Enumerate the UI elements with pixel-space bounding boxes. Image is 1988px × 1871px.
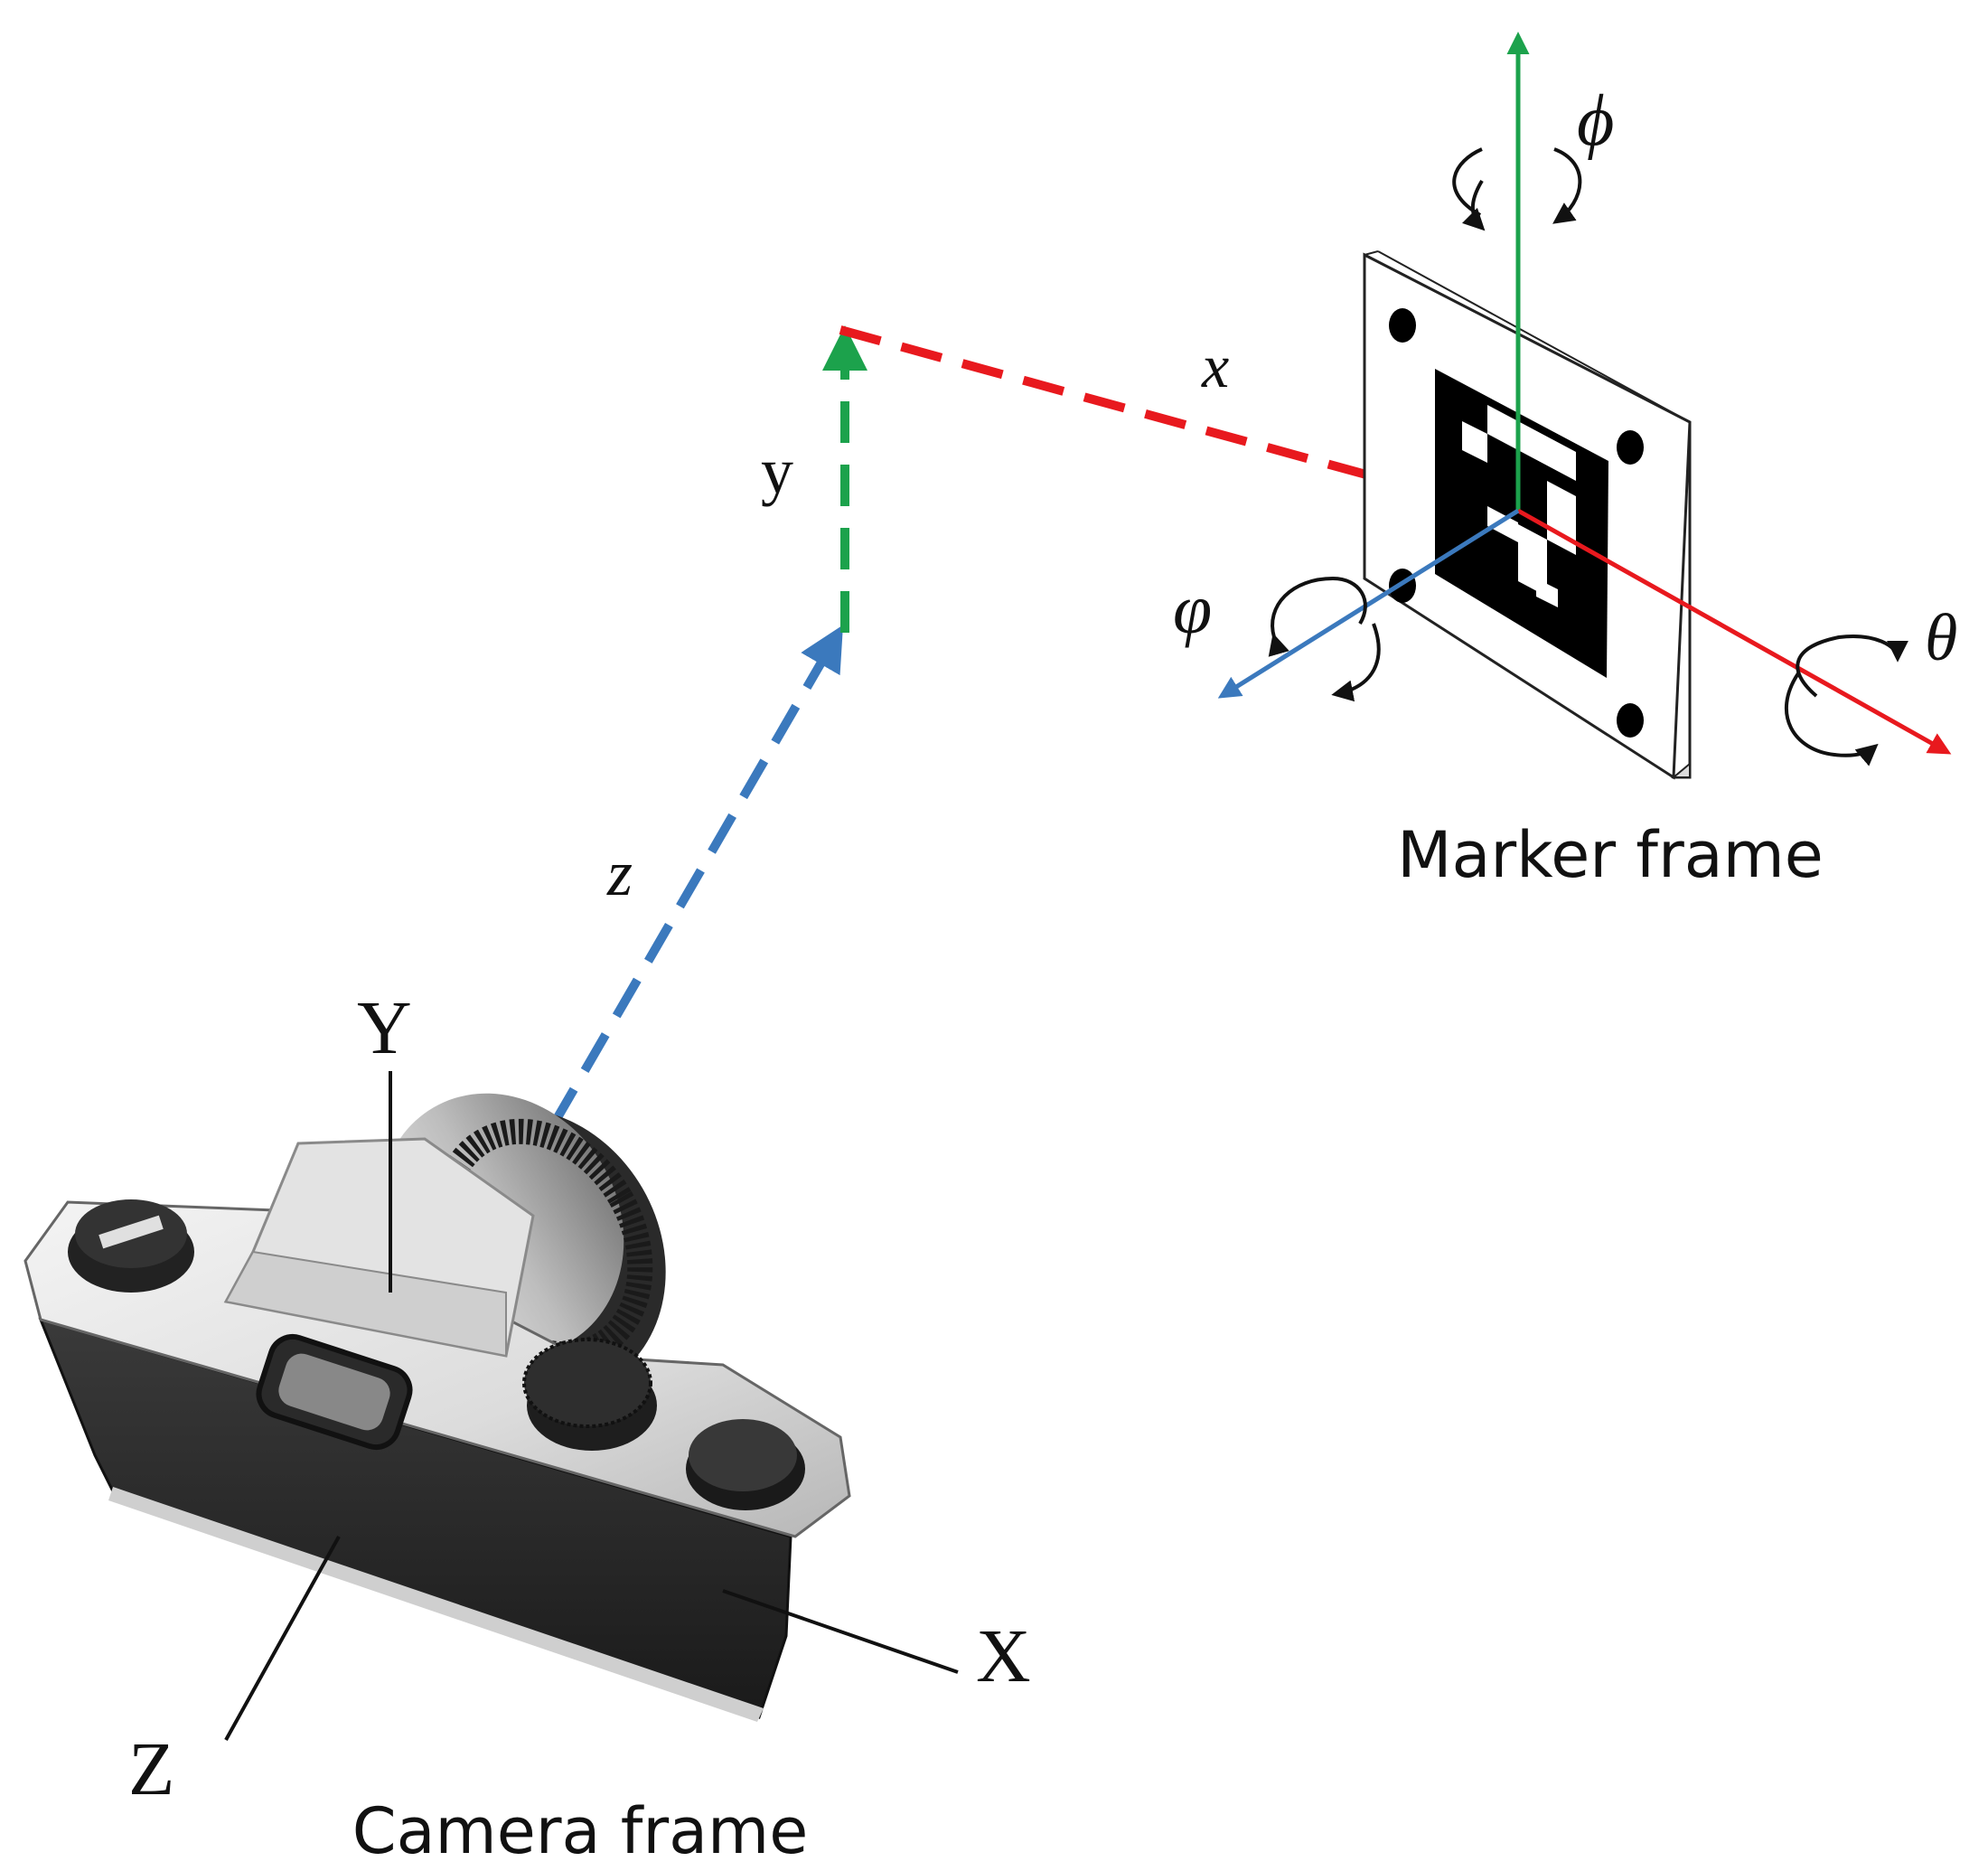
label-rot-varphi: φ — [1173, 569, 1212, 648]
label-translation-z: z — [606, 837, 633, 909]
camera-top-plate — [23, 1200, 851, 1538]
marker-hole — [1389, 308, 1416, 343]
label-camera-Z: Z — [128, 1727, 174, 1811]
camera-icon — [23, 1093, 851, 1722]
label-rot-phi: ϕ — [1577, 81, 1614, 161]
label-camera-frame: Camera frame — [352, 1794, 809, 1868]
translation-z-arrow — [549, 625, 844, 1128]
marker-hole — [1389, 569, 1416, 603]
rotation-theta-arrow — [1784, 635, 1908, 766]
marker-hole — [1617, 703, 1644, 738]
label-rot-theta: θ — [1925, 601, 1957, 675]
label-translation-y: y — [761, 435, 793, 507]
camera-rewind-dial — [68, 1199, 194, 1293]
leader-Z — [224, 1536, 341, 1741]
label-camera-X: X — [976, 1614, 1031, 1698]
label-translation-x: x — [1201, 332, 1229, 400]
rotation-varphi-arrow — [1268, 576, 1381, 702]
rotation-phi-arrow — [1452, 147, 1582, 231]
marker-z-axis — [1217, 508, 1520, 699]
label-camera-Y: Y — [357, 986, 412, 1070]
leader-X — [722, 1589, 959, 1674]
camera-shutter-button — [686, 1419, 805, 1510]
label-marker-frame: Marker frame — [1397, 818, 1824, 892]
marker-axes — [1217, 32, 1952, 755]
camera-shutter-dial — [522, 1338, 657, 1451]
marker-hole — [1617, 430, 1644, 465]
marker-x-axis — [1516, 508, 1952, 755]
